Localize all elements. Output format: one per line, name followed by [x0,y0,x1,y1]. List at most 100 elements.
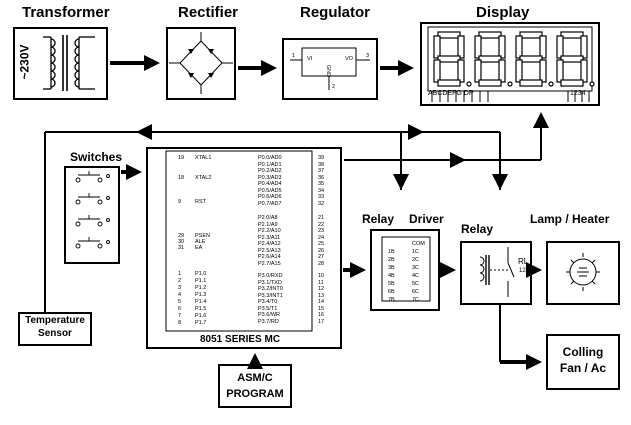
mc-left-pin-number: 31 [178,245,185,251]
lamp-block [546,241,620,305]
mc-left-pin-number: 7 [178,313,182,319]
driver-output-pin: 1C [412,249,420,255]
relay-voltage: 12V [519,268,530,274]
mc-right-pin-name: P3.1/TXD [258,279,282,286]
relay-driver-title-1: Relay [362,212,395,226]
mc-left-pin-name: P1.3 [195,292,207,298]
driver-input-pin: 6B [388,289,395,295]
mc-right-pin-name: P2.4/A12 [258,241,281,247]
mc-left-pin-name: P1.7 [195,320,207,326]
regulator-pin1: 1 [292,53,296,59]
mc-right-pin-number: 22 [318,221,325,228]
regulator-pin2: 2 [332,84,336,90]
mc-right-pin-number: 12 [318,286,325,292]
driver-input-pin: 4B [388,273,395,279]
regulator-gnd: GND [325,64,332,78]
mc-right-pin-name: P2.7/A15 [258,260,281,267]
mc-right-pin-name: P2.5/A13 [258,247,281,254]
mc-left-pin-name: P1.1 [195,278,207,284]
display-segment-labels: ABCDEFG DP [428,90,474,97]
mc-left-pin-name: P1.6 [195,313,207,319]
mc-right-pin-name: P0.0/AD0 [258,155,282,161]
driver-output-pin: 6C [412,289,420,295]
mc-left-pin-number: 30 [178,239,185,245]
driver-input-pin: 3B [388,265,395,271]
relay-block: RL 12V [460,241,532,305]
driver-output-pin: 2C [412,257,420,263]
relay-name: RL [518,257,529,266]
mc-left-pin-name: P1.4 [195,299,207,305]
regulator-chip-icon [290,47,370,90]
mc-right-pin-number: 13 [318,292,325,299]
regulator-block: VI VO GND 1 3 2 [282,38,378,100]
mc-left-pin-number: 3 [178,285,182,291]
mc-right-pin-name: P3.0/RXD [258,273,283,279]
relay-driver-title-2: Driver [409,212,444,226]
mc-left-pin-number: 6 [178,306,182,312]
mc-right-pin-number: 28 [318,260,325,267]
mc-right-pin-number: 32 [318,200,325,207]
lamp-title: Lamp / Heater [530,212,610,226]
driver-output-pin: 3C [412,265,420,271]
regulator-vo: VO [345,56,353,62]
driver-input-pin: 2B [388,257,395,263]
mc-right-pin-number: 11 [318,279,324,286]
mc-left-pin-name: ALE [195,239,206,245]
lamp-icon [566,253,600,291]
mc-right-pin-number: 38 [318,161,325,168]
mc-right-pin-name: P2.1/A9 [258,221,278,228]
switches-block [64,166,120,264]
mc-left-pin-name: P1.2 [195,285,207,291]
mc-right-pin-number: 10 [318,273,325,279]
mc-title: 8051 SERIES MC [200,334,281,345]
mc-left-pin-name: EA [195,245,203,251]
sensor-label-line1: Temperature [25,315,85,326]
mc-right-pin-name: P0.1/AD1 [258,161,282,168]
mc-right-pin-number: 26 [318,247,325,254]
bridge-rectifier-icon [169,32,233,94]
program-label-line1: ASM/C [237,372,273,384]
fan-label-line1: Colling [562,345,604,359]
mc-right-pin-name: P3.2/INT0 [258,286,283,292]
fan-label-line2: Fan / Ac [559,361,607,375]
transformer-title: Transformer [22,4,110,21]
mc-left-pin-name: XTAL2 [195,175,212,181]
mc-left-pin-number: 19 [178,155,185,161]
mc-right-pin-number: 23 [318,228,325,234]
mc-right-pin-name: P0.2/AD2 [258,168,282,174]
mc-left-pin-number: 9 [178,199,182,205]
mc-right-pin-name: P2.3/A11 [258,234,281,241]
rectifier-title: Rectifier [178,4,239,21]
driver-output-pin: 5C [412,281,420,287]
regulator-pin3: 3 [366,53,370,59]
relay-coil-switch-icon [479,247,515,297]
mc-right-pin-name: P2.0/A8 [258,215,278,221]
push-button-switches-icon [75,171,110,249]
mc-right-pin-number: 21 [318,215,325,221]
driver-input-pin: 7B [388,297,395,303]
mc-right-pin-number: 25 [318,241,325,247]
mc-right-pin-number: 35 [318,181,325,187]
mc-left-pin-number: 29 [178,233,185,239]
mc-left-pin-number: 1 [178,271,182,277]
mc-left-pin-name: P1.5 [195,306,207,312]
display-title: Display [476,4,530,21]
sensor-label-line2: Sensor [38,328,72,339]
mc-right-pin-number: 37 [318,168,325,174]
mc-right-pin-number: 27 [318,254,325,260]
transformer-block: ~230V [13,27,108,100]
mc-right-pin-name: P3.4/T0 [258,299,278,305]
mc-left-pin-name: P1.0 [195,271,207,277]
mc-right-pin-name: P0.3/AD3 [258,174,282,181]
mc-right-pin-number: 34 [318,187,325,194]
mc-right-pin-number: 15 [318,305,325,312]
mc-right-pin-name: P0.5/AD5 [258,187,282,194]
driver-output-pin: 4C [412,273,420,279]
driver-output-pin: 7C [412,297,420,303]
mc-left-pin-name: RST [195,199,206,205]
mc-left-pin-name: XTAL1 [195,155,212,161]
mc-right-pin-name: P2.6/A14 [258,254,281,260]
mc-left-pin-name: PSEN [195,233,210,239]
relay-title: Relay [461,222,494,236]
